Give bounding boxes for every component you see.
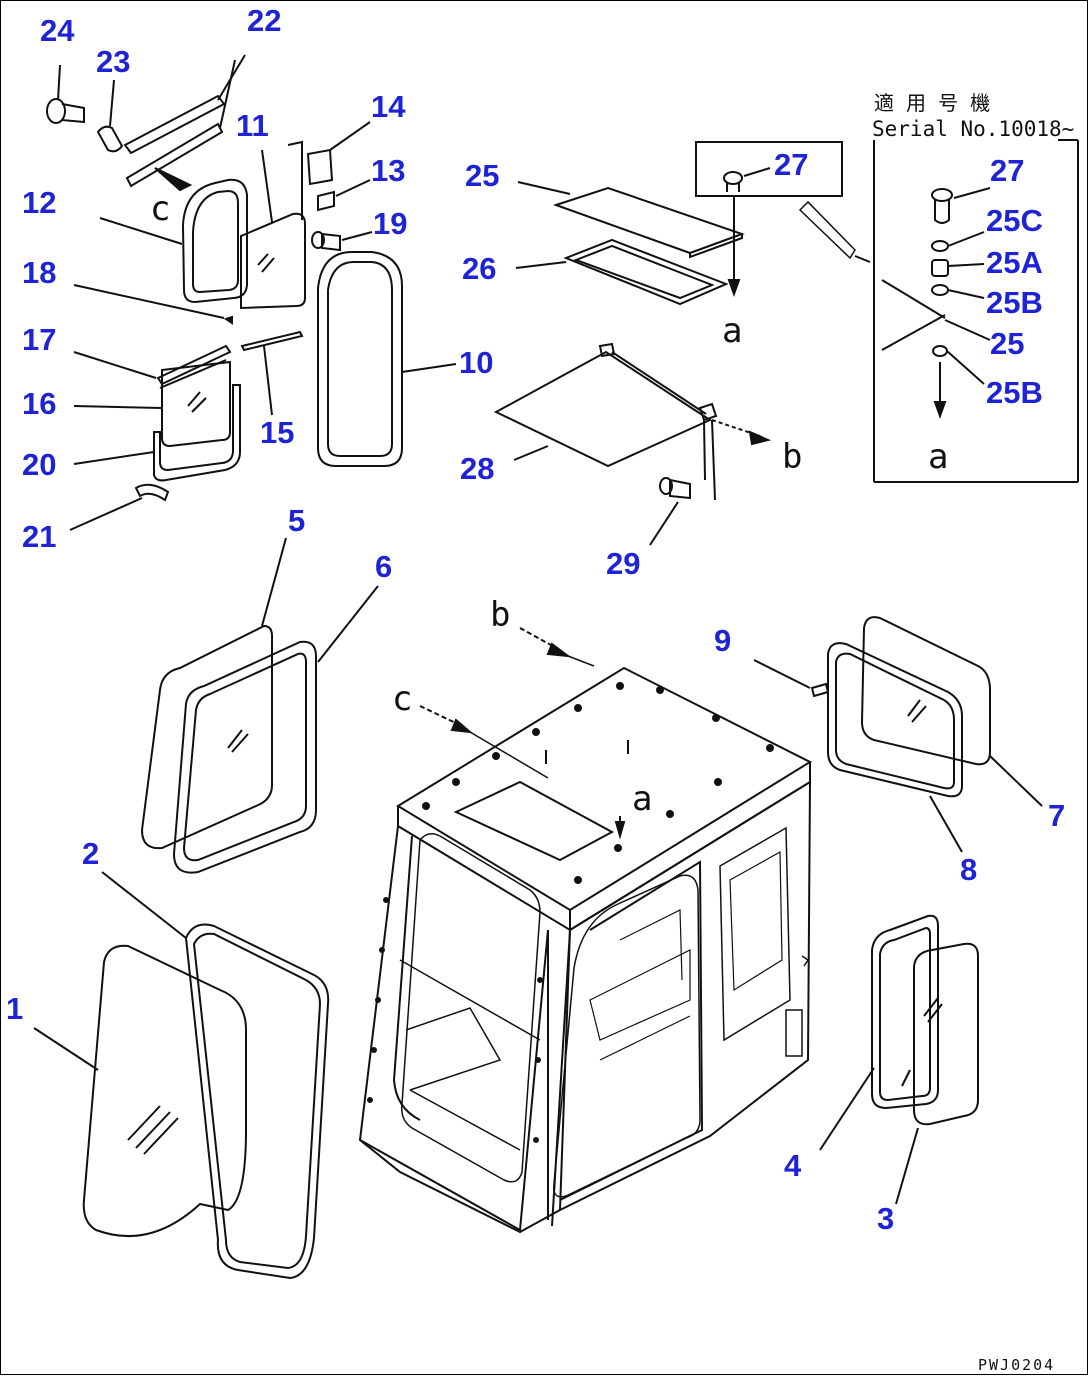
inset-callout-25: 25 [990,326,1025,361]
callout-16: 16 [22,386,57,421]
callout-24: 24 [40,13,75,48]
inset-title-jp: 適 用 号 機 [874,91,991,115]
callout-4: 4 [784,1148,802,1183]
callout-13: 13 [371,153,406,188]
callout-26: 26 [462,251,497,286]
cab-body [358,627,813,1234]
callout-1: 1 [6,991,24,1026]
callout-5: 5 [288,503,306,538]
callout-27: 27 [774,147,809,182]
inset-callout-27: 27 [990,153,1025,188]
front-windows [33,871,330,1280]
callout-17: 17 [22,322,57,357]
ref-a-cab: a [632,779,653,819]
ref-b-cab: b [490,595,511,635]
callout-28: 28 [460,451,495,486]
callout-19: 19 [373,206,408,241]
callout-9: 9 [714,623,732,658]
callout-25: 25 [465,158,500,193]
ref-a-top: a [722,311,743,351]
callout-2: 2 [82,836,100,871]
inset-ref-a: a [928,437,949,477]
callout-7: 7 [1048,798,1066,833]
callout-12: 12 [22,185,57,220]
callout-3: 3 [877,1201,895,1236]
callout-20: 20 [22,447,57,482]
left-windows [140,537,379,874]
callout-10: 10 [459,345,494,380]
ref-c-top-left: c [150,189,171,229]
inset-callout-25b-upper: 25B [986,285,1043,320]
rear-windows [819,914,979,1205]
ref-b-top: b [782,437,803,477]
top-left-parts [46,54,457,531]
callout-14: 14 [371,89,406,124]
callout-22: 22 [247,3,282,38]
inset-serial: Serial No.10018~ [872,117,1075,141]
inset-callout-25b-lower: 25B [986,375,1043,410]
callout-18: 18 [22,255,57,290]
drawing-code: PWJ0204 [978,1356,1056,1374]
serial-inset [798,139,1079,483]
callout-11: 11 [236,108,269,143]
callout-23: 23 [96,44,131,79]
callout-29: 29 [606,546,641,581]
roof-parts [493,141,843,546]
callout-15: 15 [260,415,295,450]
ref-c-cab: c [392,679,413,719]
callout-8: 8 [960,852,978,887]
inset-callout-25a: 25A [986,245,1043,280]
inset-callout-25c: 25C [986,203,1043,238]
callout-21: 21 [22,519,57,554]
callout-6: 6 [375,549,393,584]
right-windows [753,616,1043,853]
